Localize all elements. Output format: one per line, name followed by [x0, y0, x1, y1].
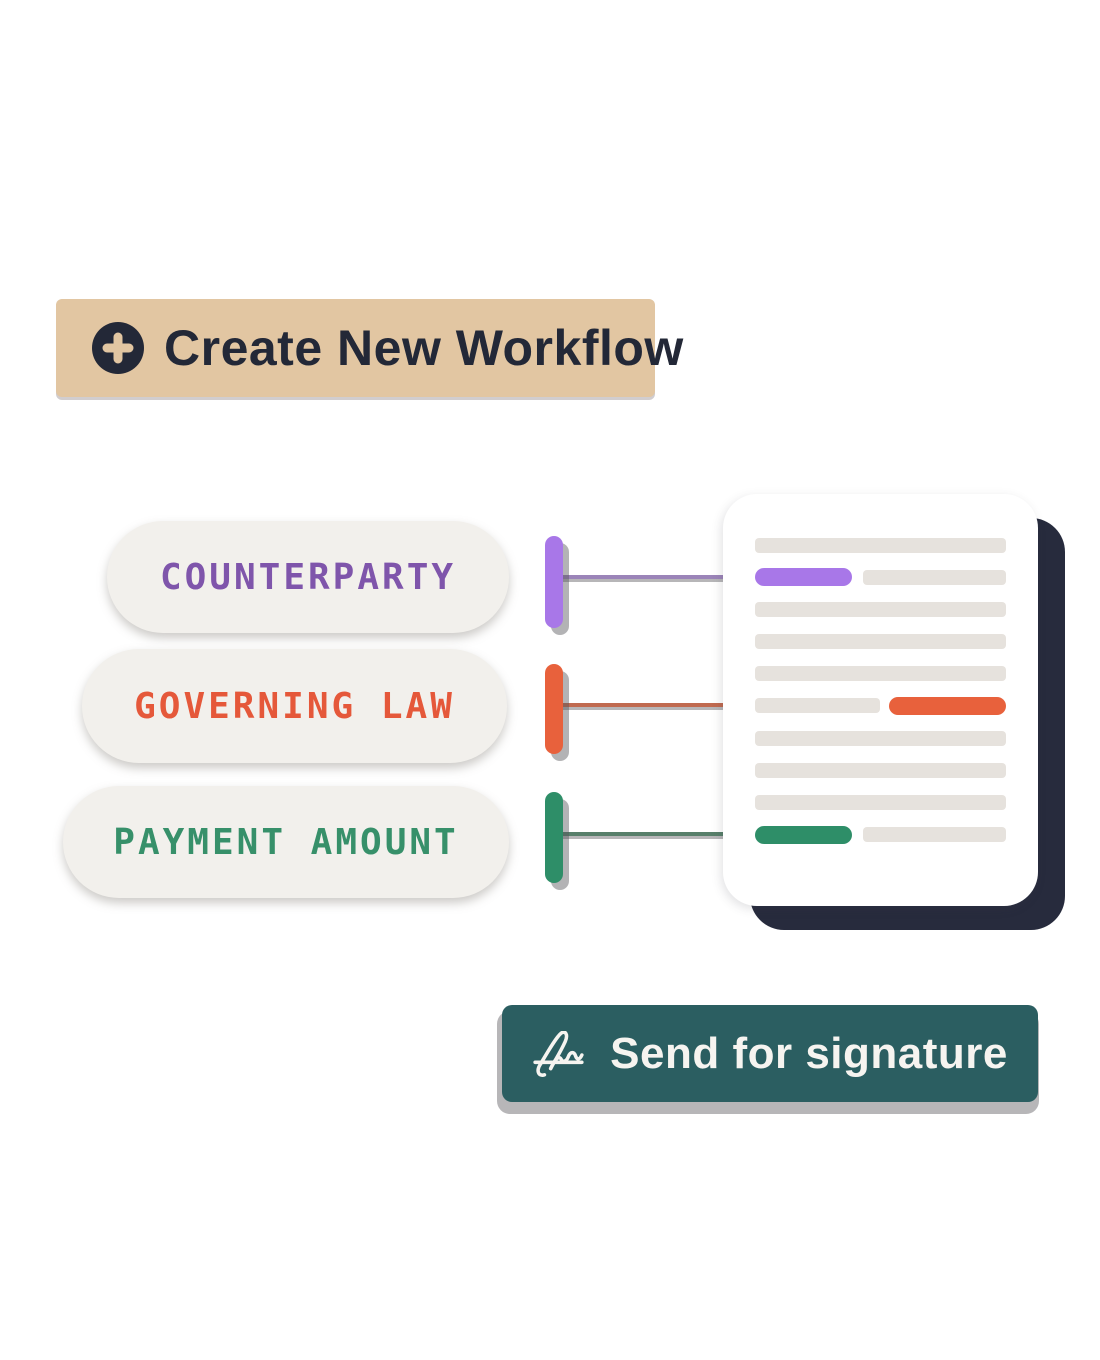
document-row-counterparty-highlight	[755, 568, 1006, 587]
document-text-line	[755, 665, 1006, 683]
connector-line-governing-law	[560, 703, 732, 707]
counterparty-highlight	[755, 568, 852, 587]
create-new-workflow-label: Create New Workflow	[164, 320, 684, 376]
field-label-counterparty: COUNTERPARTY	[159, 556, 457, 598]
document-row-payment-amount-highlight	[755, 825, 1006, 844]
connector-bar-governing-law	[545, 664, 563, 754]
field-pill-counterparty[interactable]: COUNTERPARTY	[107, 521, 509, 633]
connector-line-counterparty	[560, 575, 732, 579]
contract-document	[723, 494, 1038, 906]
payment-amount-highlight	[755, 825, 852, 844]
document-text-line	[755, 536, 1006, 554]
send-for-signature-label: Send for signature	[610, 1028, 1008, 1078]
field-pill-governing-law[interactable]: GOVERNING LAW	[82, 649, 507, 763]
document-text-line	[755, 633, 1006, 651]
plus-icon	[92, 322, 144, 374]
signature-icon	[532, 1029, 586, 1077]
document-text-line	[755, 761, 1006, 779]
field-pill-payment-amount[interactable]: PAYMENT AMOUNT	[63, 786, 509, 898]
connector-bar-payment-amount	[545, 792, 563, 883]
document-text-line	[755, 600, 1006, 618]
create-new-workflow-button[interactable]: Create New Workflow	[56, 299, 683, 397]
field-label-payment-amount: PAYMENT AMOUNT	[113, 821, 459, 863]
connector-line-payment-amount	[560, 832, 732, 836]
document-row-governing-law-highlight	[755, 696, 1006, 715]
document-text-line	[755, 729, 1006, 747]
document-text-line	[755, 794, 1006, 812]
send-for-signature-button[interactable]: Send for signature	[502, 1005, 1038, 1102]
governing-law-highlight	[889, 696, 1006, 715]
field-label-governing-law: GOVERNING LAW	[134, 685, 455, 727]
connector-bar-counterparty	[545, 536, 563, 628]
